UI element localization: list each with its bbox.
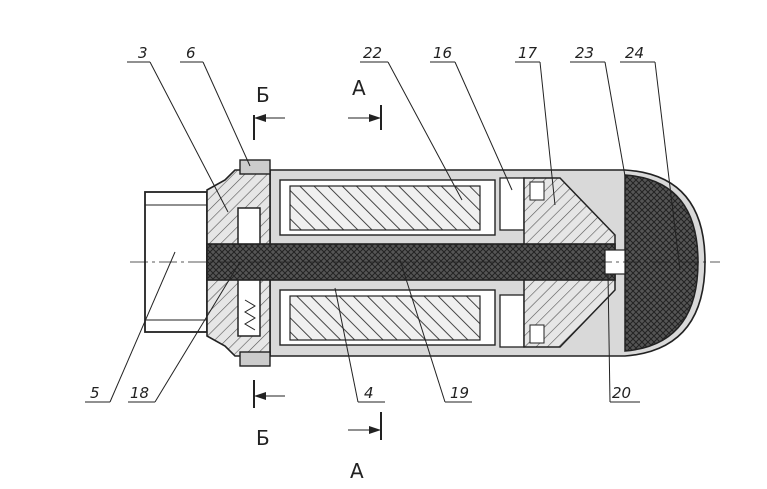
callout-23: 23 <box>575 44 594 62</box>
section-a-bottom-label: А <box>350 459 364 483</box>
callout-19: 19 <box>450 384 469 402</box>
callout-18: 18 <box>130 384 149 402</box>
coil-bottom <box>289 295 481 341</box>
section-a-top: А <box>348 76 382 130</box>
callout-4: 4 <box>364 384 374 402</box>
callout-6: 6 <box>186 44 196 62</box>
section-a-top-label: А <box>352 76 366 100</box>
leaders-bottom <box>85 251 640 403</box>
leaders-top <box>127 61 681 271</box>
section-b-bottom: Б <box>253 380 285 450</box>
coil-top <box>289 185 481 231</box>
callout-5: 5 <box>90 384 100 402</box>
nut-top <box>239 159 271 175</box>
callout-17: 17 <box>518 44 538 62</box>
bearing-bottom <box>499 294 525 348</box>
section-b-top: Б <box>253 83 285 140</box>
callout-3: 3 <box>138 44 148 62</box>
section-a-bottom: А <box>348 412 382 483</box>
callout-20: 20 <box>612 384 631 402</box>
bearing-top <box>499 177 525 231</box>
callout-22: 22 <box>363 44 382 62</box>
callout-16: 16 <box>433 44 452 62</box>
spring <box>244 299 256 331</box>
section-b-top-label: Б <box>256 83 270 107</box>
callout-24: 24 <box>625 44 644 62</box>
section-b-bottom-label: Б <box>256 426 270 450</box>
nut-bottom <box>239 351 271 367</box>
